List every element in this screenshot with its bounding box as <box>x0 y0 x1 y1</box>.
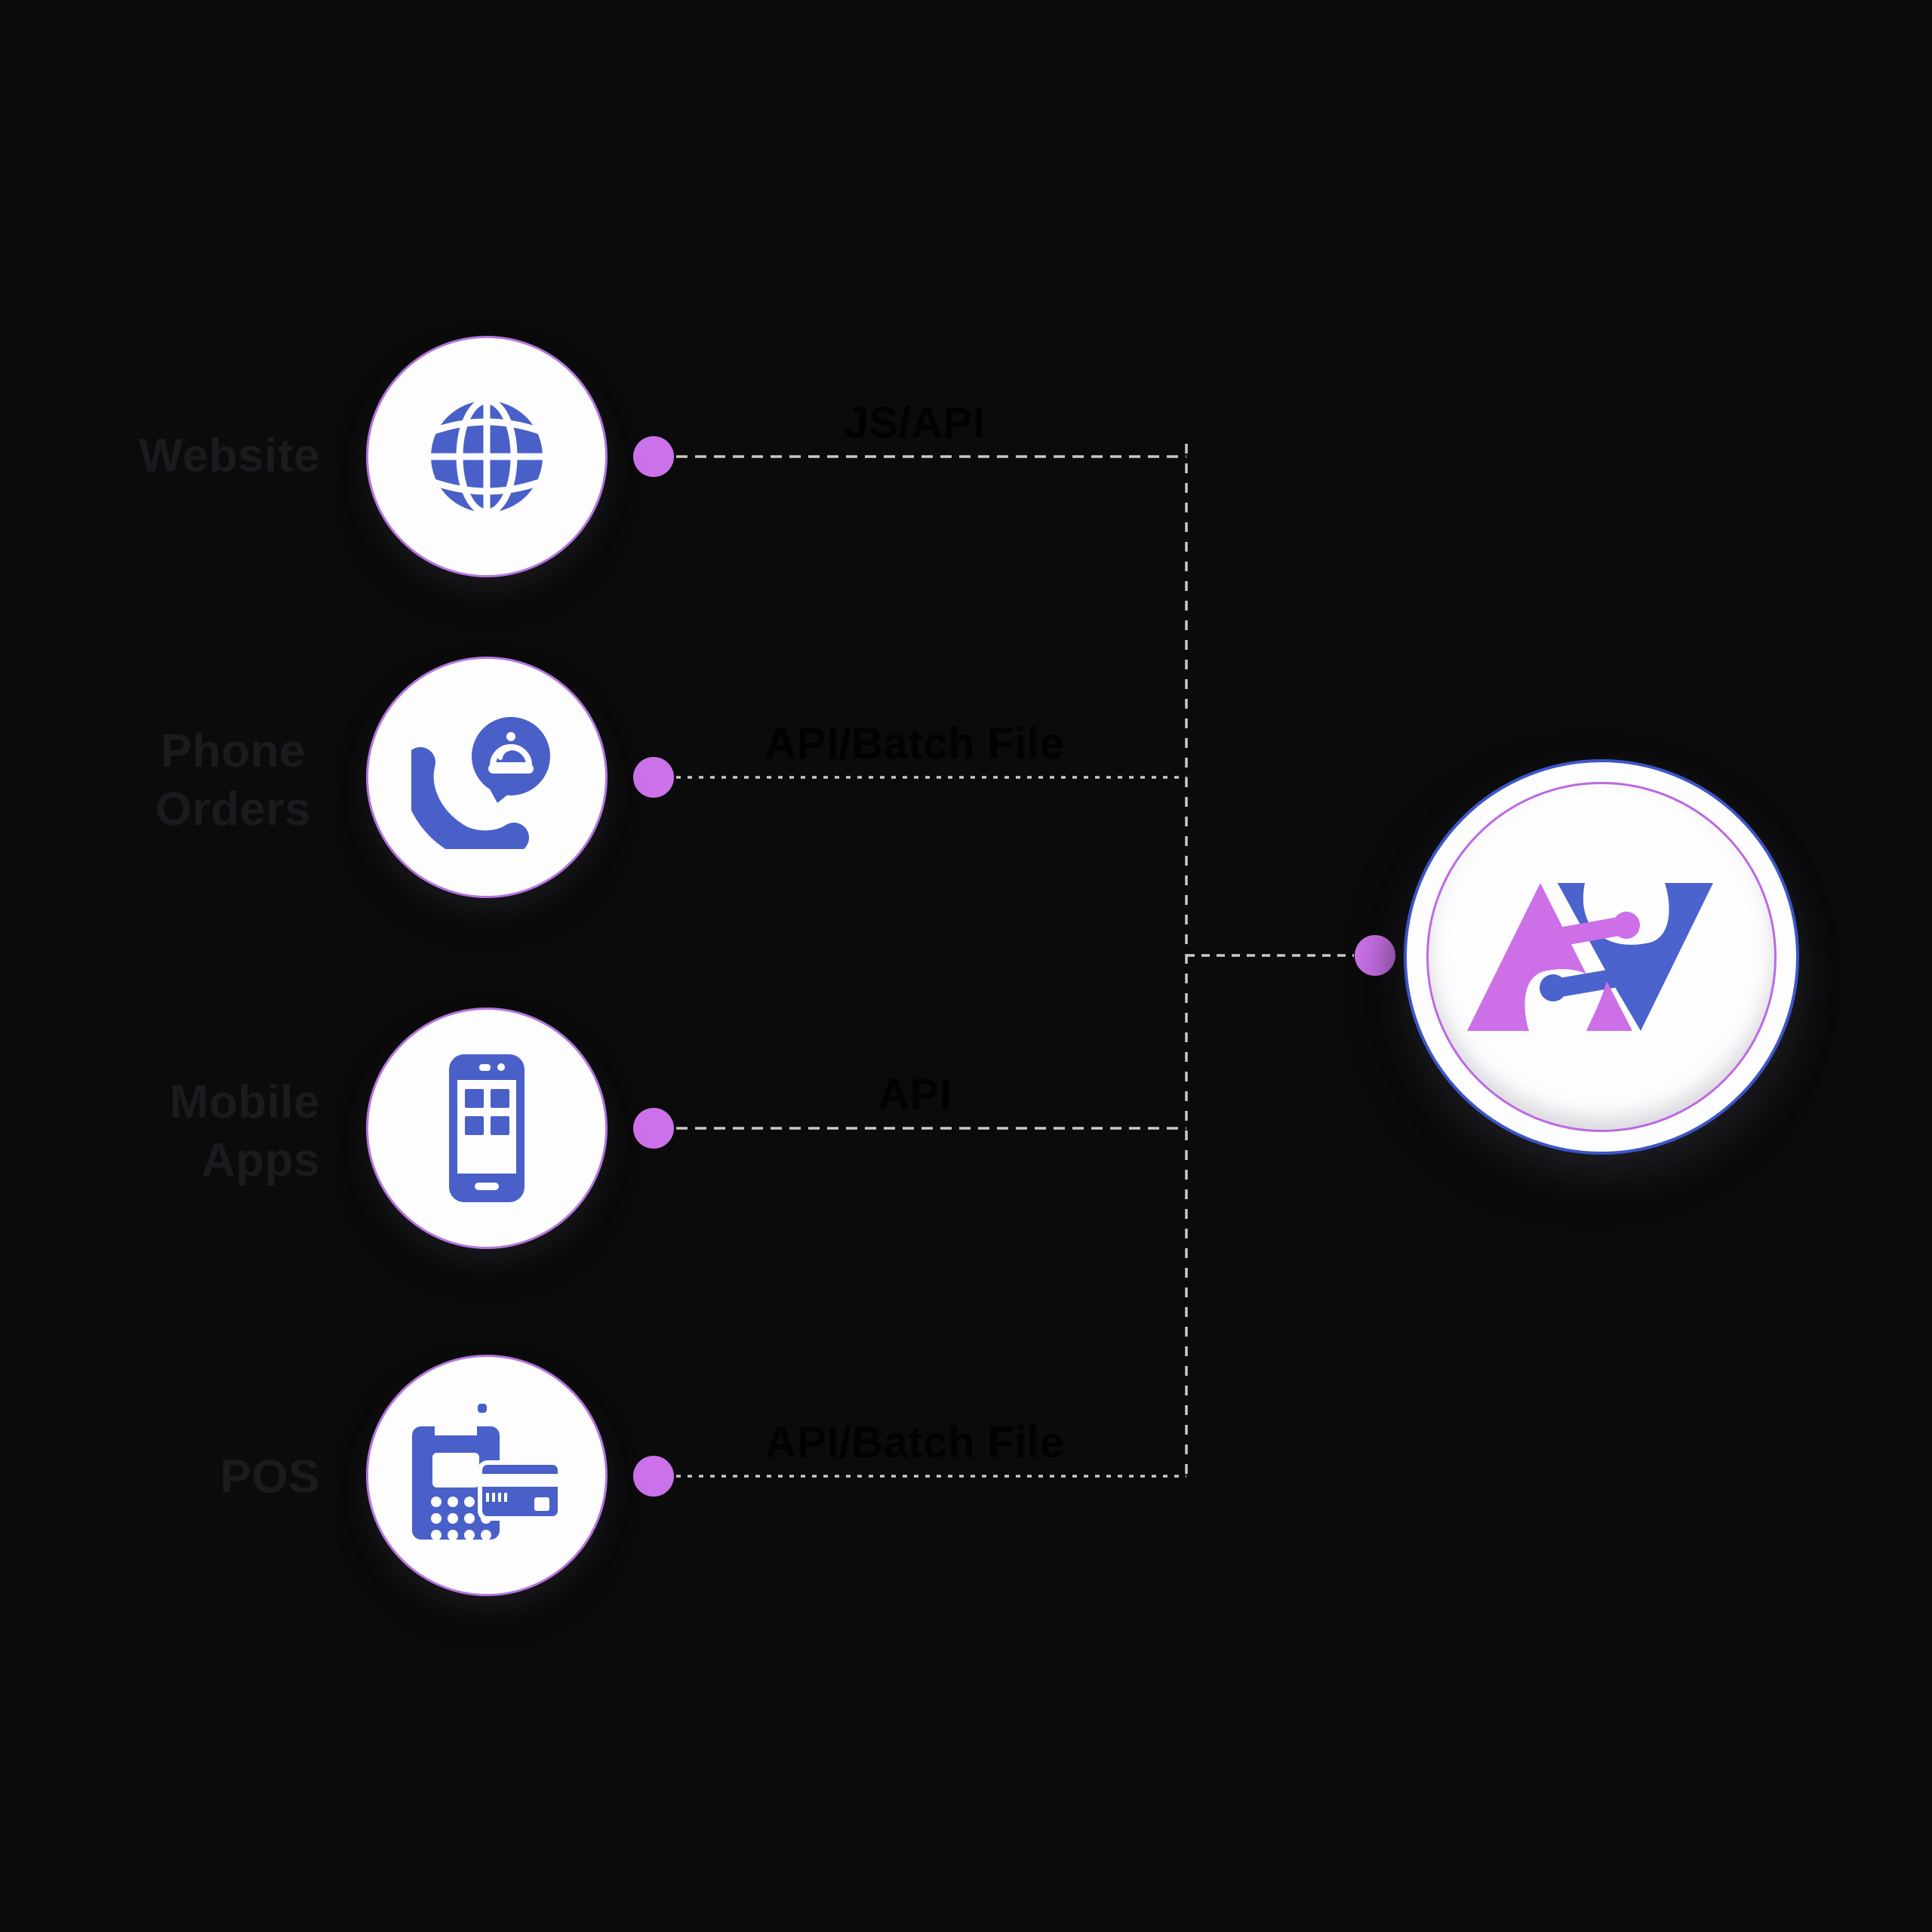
connector-dot-hub <box>1355 935 1395 976</box>
hub-inner-ring <box>1426 782 1777 1132</box>
pos-terminal-icon <box>412 1398 562 1540</box>
connection-label-website: JS/API <box>844 398 986 448</box>
website-node <box>366 336 608 577</box>
connection-label-pos: API/Batch File <box>764 1418 1065 1467</box>
globe-icon <box>431 398 543 515</box>
connector-dot <box>633 436 674 477</box>
phone-order-icon <box>411 717 550 849</box>
phone-orders-node <box>366 657 608 898</box>
connection-label-phone-orders: API/Batch File <box>764 719 1065 768</box>
connection-label-mobile-apps: API <box>877 1070 952 1119</box>
mobile-apps-node <box>366 1008 608 1249</box>
pos-terminal-node <box>366 1355 608 1596</box>
source-label-phone-orders: Phone Orders <box>155 725 312 835</box>
connector-dot <box>633 1456 674 1497</box>
av-monogram-logo-icon <box>1467 868 1713 1046</box>
hub-node <box>1404 759 1799 1155</box>
source-label-mobile-apps: Mobile Apps <box>169 1076 320 1186</box>
connector-dot <box>633 1108 674 1149</box>
mobile-apps-icon <box>449 1054 525 1202</box>
source-label-pos: POS <box>220 1451 320 1503</box>
connector-dot <box>633 757 674 798</box>
source-label-website: Website <box>138 429 320 482</box>
